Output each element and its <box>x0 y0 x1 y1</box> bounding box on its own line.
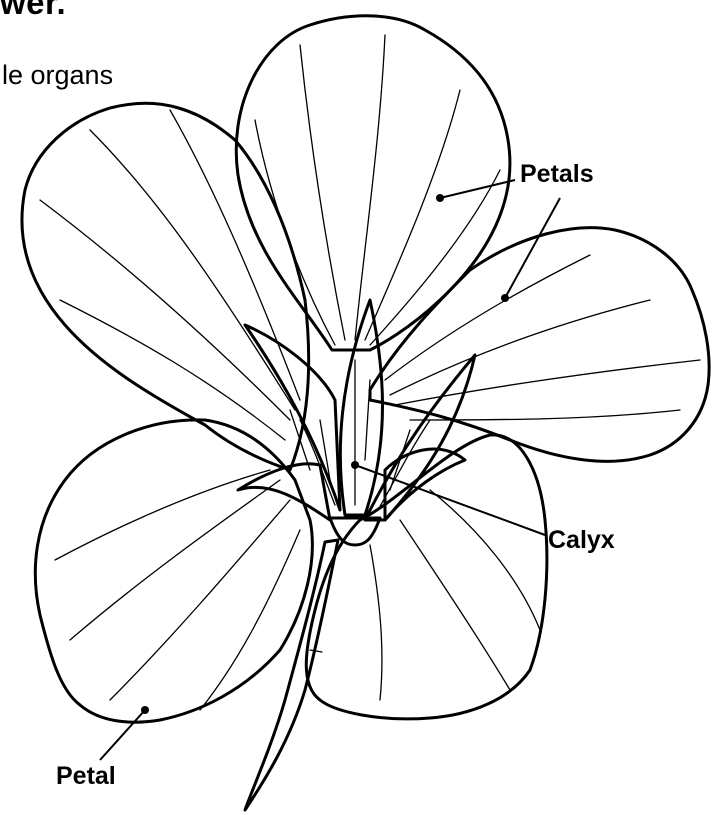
leader-petals-2 <box>505 198 560 298</box>
petal-veins <box>40 35 700 710</box>
heading-fragment: wer. <box>0 0 66 22</box>
label-calyx: Calyx <box>548 526 615 555</box>
sepal-far-left <box>238 464 330 520</box>
petal-upper-left <box>22 103 309 470</box>
label-petals: Petals <box>520 160 594 189</box>
leader-lines <box>100 180 560 760</box>
petal-lower-left <box>35 420 312 722</box>
subheading-fragment: le organs <box>2 60 113 91</box>
sepal-center <box>340 300 382 515</box>
leader-petals-1 <box>440 180 515 198</box>
label-petal: Petal <box>56 762 116 791</box>
